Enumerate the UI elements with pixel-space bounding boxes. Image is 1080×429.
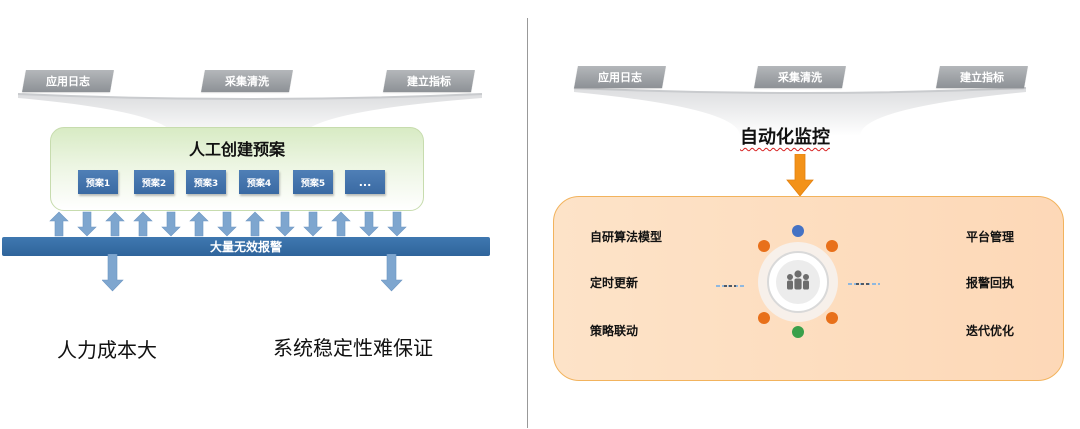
dot-upper-left: [758, 240, 770, 252]
right-tab-collect-clean: 采集清洗: [754, 66, 846, 88]
plan-1: 预案1: [78, 170, 118, 194]
right-tab-build-index: 建立指标: [936, 66, 1028, 88]
left-tab-collect-clean: 采集清洗: [201, 70, 293, 92]
label-alarm-receipt: 报警回执: [966, 276, 1015, 290]
stability-text: 系统稳定性难保证: [273, 336, 433, 360]
down-arrow-left: [102, 254, 124, 292]
plan-2: 预案2: [134, 170, 174, 194]
orange-down-arrow: [786, 154, 814, 197]
arrow-row: [49, 211, 407, 237]
dot-upper-right: [826, 240, 838, 252]
right-funnel: [573, 87, 1027, 136]
right-tab-app-log: 应用日志: [574, 66, 666, 88]
label-platform-management: 平台管理: [966, 230, 1015, 244]
left-funnel: [17, 93, 483, 140]
dot-bottom: [792, 326, 804, 338]
invalid-alarm-bar: 大量无效报警: [2, 237, 490, 256]
left-tab-app-log: 应用日志: [22, 70, 114, 92]
down-arrow-right: [381, 254, 403, 292]
plan-3: 预案3: [186, 170, 226, 194]
plan-5: 预案5: [293, 170, 333, 194]
central-hub: [716, 225, 880, 338]
manual-plan-title: 人工创建预案: [188, 140, 285, 159]
auto-monitor-title: 自动化监控: [740, 127, 830, 148]
dot-top: [792, 225, 804, 237]
plan-more: ...: [345, 170, 385, 194]
manual-plan-box: 人工创建预案: [50, 127, 424, 211]
label-iterative-optimization: 迭代优化: [966, 324, 1015, 338]
panel-divider: [527, 18, 528, 428]
label-strategy-linkage: 策略联动: [590, 324, 639, 338]
label-scheduled-update: 定时更新: [590, 276, 639, 290]
left-tab-build-index: 建立指标: [383, 70, 475, 92]
label-self-algorithm: 自研算法模型: [590, 230, 663, 244]
dot-lower-left: [758, 312, 770, 324]
labor-cost-text: 人力成本大: [57, 338, 157, 362]
dot-lower-right: [826, 312, 838, 324]
team-icon: [787, 270, 809, 290]
plan-4: 预案4: [239, 170, 279, 194]
